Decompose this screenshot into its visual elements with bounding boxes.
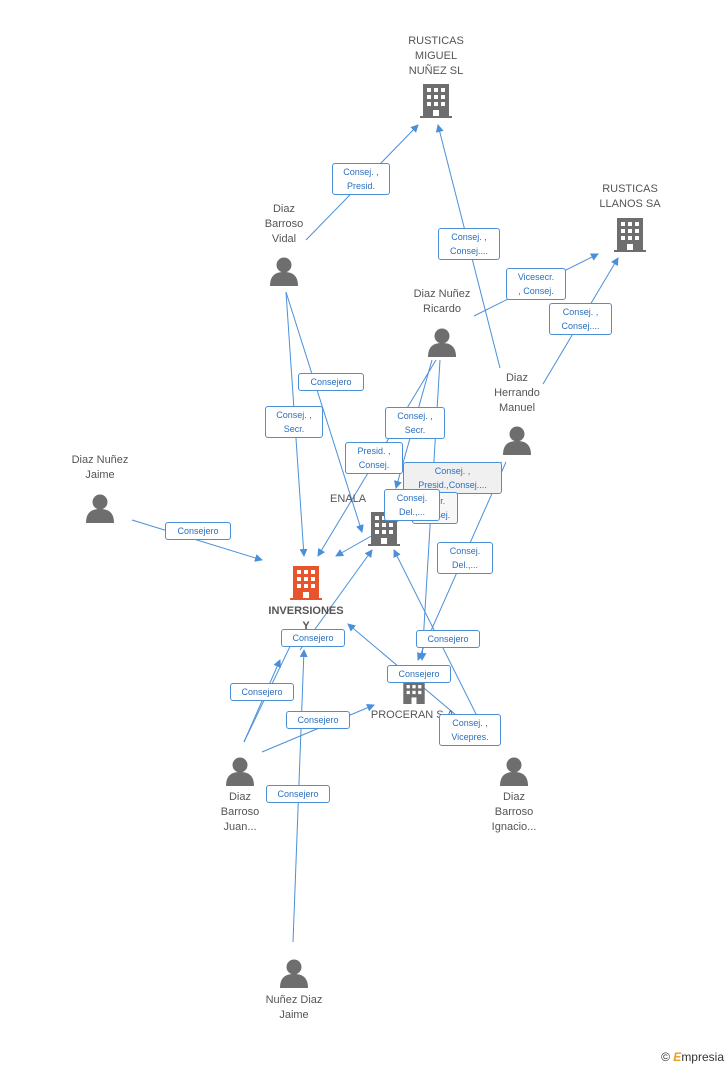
node-label: ENALA bbox=[330, 493, 367, 505]
node-label: Diaz Herrando Manuel bbox=[494, 372, 540, 414]
edge-label[interactable]: Consej. Del.,... bbox=[384, 489, 440, 521]
node-label: RUSTICAS LLANOS SA bbox=[599, 183, 661, 210]
person-icon bbox=[428, 328, 456, 357]
brand-name: mpresia bbox=[681, 1050, 724, 1064]
node-label: Diaz Barroso Vidal bbox=[264, 203, 304, 245]
edge-label[interactable]: Consej. , Secr. bbox=[385, 407, 445, 439]
node-label: Diaz Nuñez Ricardo bbox=[413, 288, 471, 315]
person-icon bbox=[500, 757, 528, 786]
node-label: Diaz Barroso Juan... bbox=[220, 791, 260, 833]
node-label: Diaz Nuñez Jaime bbox=[71, 454, 129, 481]
node-label: Nuñez Diaz Jaime bbox=[265, 994, 323, 1021]
person-icon bbox=[270, 257, 298, 286]
edge-label[interactable]: Consejero bbox=[281, 629, 345, 647]
edge-line bbox=[243, 659, 281, 743]
edge-label[interactable]: Consej. , Vicepres. bbox=[439, 714, 501, 746]
person-icon bbox=[226, 757, 254, 786]
edge-label[interactable]: Presid. , Consej. bbox=[345, 442, 403, 474]
edge-label[interactable]: Consejero bbox=[387, 665, 451, 683]
building-icon bbox=[290, 566, 322, 600]
edge-label[interactable]: Consejero bbox=[230, 683, 294, 701]
edge-label[interactable]: Consej. , Presid. bbox=[332, 163, 390, 195]
brand-initial: E bbox=[673, 1050, 682, 1064]
edge-line bbox=[285, 291, 364, 533]
edge-label[interactable]: Consej. , Consej.... bbox=[549, 303, 612, 335]
edge-label[interactable]: Consej. , Presid.,Consej.... bbox=[403, 462, 502, 494]
edge-label[interactable]: Vicesecr. , Consej. bbox=[506, 268, 566, 300]
building-icon bbox=[420, 84, 452, 118]
copyright-symbol: © bbox=[661, 1050, 670, 1064]
node-label: RUSTICAS MIGUEL NUÑEZ SL bbox=[408, 35, 464, 77]
edge-label[interactable]: Consej. , Secr. bbox=[265, 406, 323, 438]
person-icon bbox=[503, 426, 531, 455]
edge-label[interactable]: Consejero bbox=[298, 373, 364, 391]
person-icon bbox=[86, 494, 114, 523]
brand-logo: © Empresia bbox=[661, 1050, 724, 1064]
edge-label[interactable]: Consejero bbox=[165, 522, 231, 540]
edge-line bbox=[131, 519, 263, 562]
person-icon bbox=[280, 959, 308, 988]
node-label: Diaz Barroso Ignacio... bbox=[491, 791, 537, 833]
edge-label[interactable]: Consej. , Consej.... bbox=[438, 228, 500, 260]
building-icon bbox=[614, 218, 646, 252]
edge-label[interactable]: Consejero bbox=[416, 630, 480, 648]
edge-label[interactable]: Consejero bbox=[286, 711, 350, 729]
edge-label[interactable]: Consejero bbox=[266, 785, 330, 803]
edge-label[interactable]: Consej. Del.,... bbox=[437, 542, 493, 574]
